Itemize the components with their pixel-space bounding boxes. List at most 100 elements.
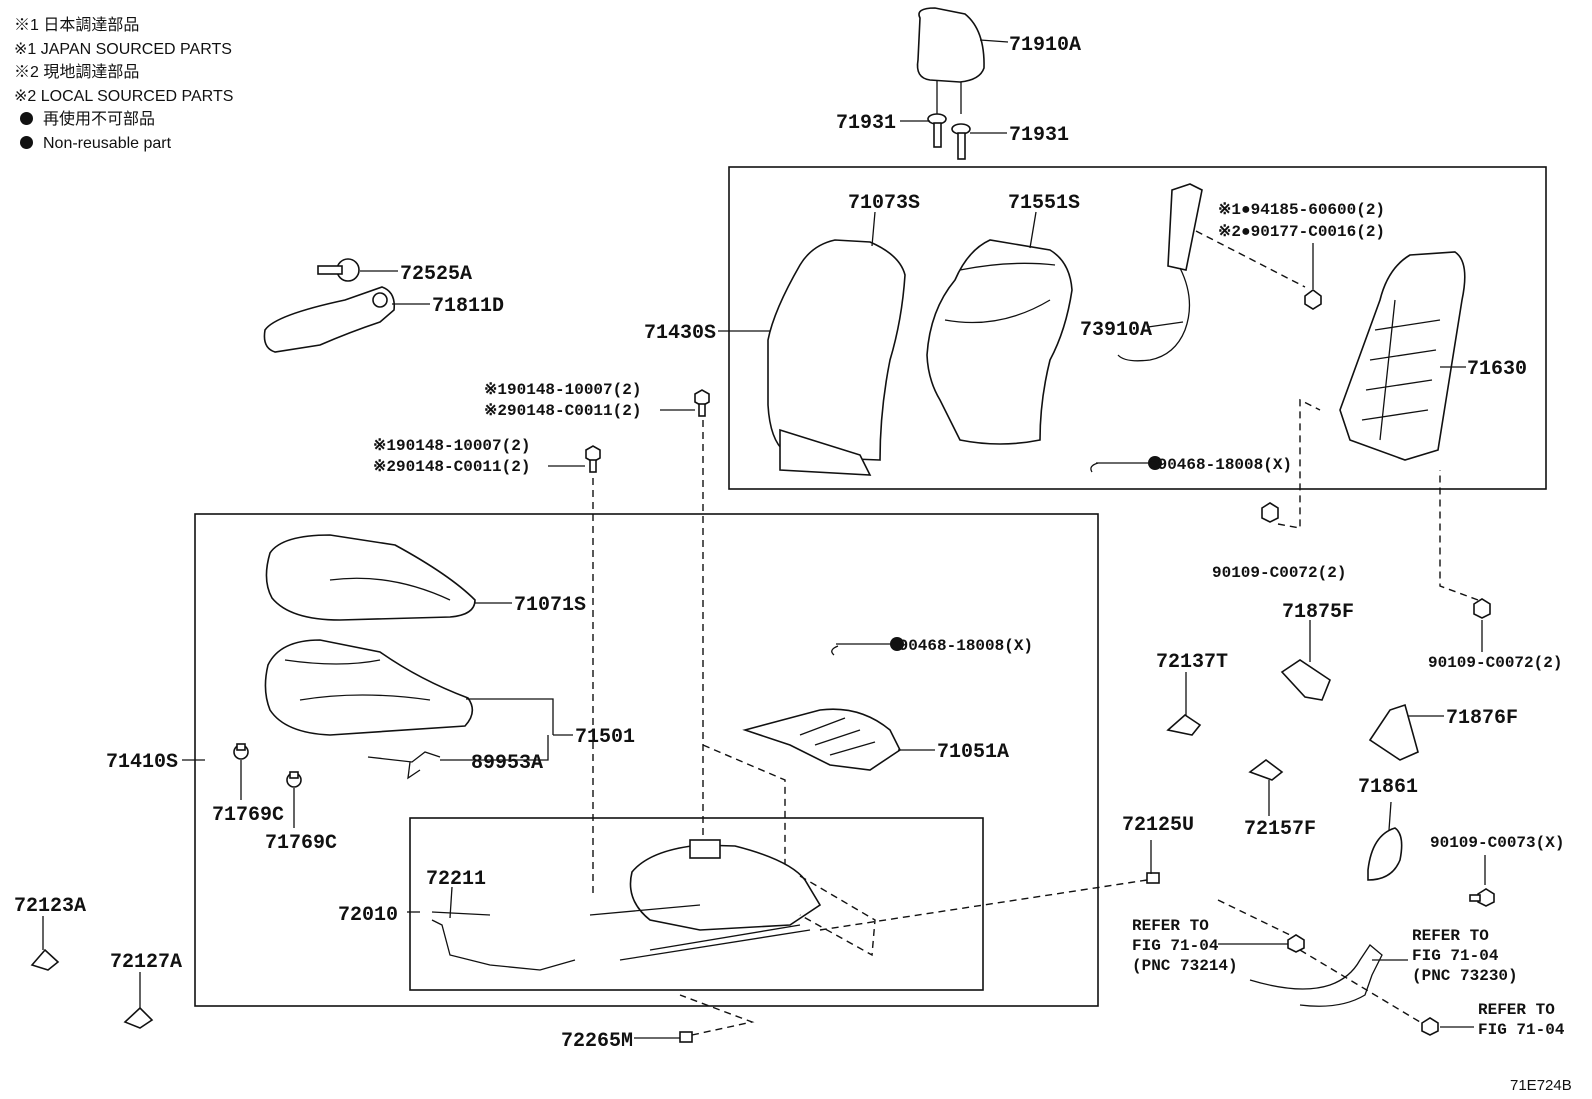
label-71551S: 71551S: [1008, 192, 1080, 215]
legend-nonreusable-en: Non-reusable part: [43, 134, 172, 152]
label-90148-10007-b: ※190148-10007(2): [373, 437, 530, 455]
legend-local-en: ※2 LOCAL SOURCED PARTS: [14, 87, 234, 105]
label-72127A: 72127A: [110, 951, 182, 974]
side-cover-72157F[interactable]: [1248, 759, 1284, 781]
seat-spring-part[interactable]: [742, 708, 902, 771]
label-71811D: 71811D: [432, 295, 504, 318]
label-71430S: 71430S: [644, 322, 716, 345]
seat-adjuster-box: [409, 817, 984, 991]
label-90148-C0011-a: ※290148-C0011(2): [484, 402, 641, 420]
leader-harness: [1217, 899, 1421, 1023]
nut-part[interactable]: [1304, 289, 1322, 310]
label-90109-C0072-a: 90109-C0072(2): [1212, 564, 1346, 582]
leader-spring: [702, 744, 786, 880]
refer-to-73214-line3: (PNC 73214): [1132, 957, 1238, 975]
leader-90109-a: [1277, 398, 1321, 529]
side-cover-71876F[interactable]: [1368, 703, 1419, 761]
filled-circle-icon: [20, 135, 33, 149]
refer-to-73230-line2: FIG 71-04: [1412, 947, 1499, 965]
nonreusable-dot-icon: [1148, 456, 1162, 470]
floor-cover-72123A[interactable]: [30, 948, 60, 971]
bolt-90148-a[interactable]: [694, 389, 710, 417]
nonreusable-dot-icon: [890, 637, 904, 651]
cushion-pad-part[interactable]: [264, 639, 474, 736]
legend-local-jp: ※2 現地調達部品: [14, 64, 140, 81]
label-90468-18008-upper: ●90468-18008(X): [1148, 456, 1292, 474]
recliner-knob-part[interactable]: [317, 258, 360, 282]
label-71910A: 71910A: [1009, 34, 1081, 57]
cushion-cover-part[interactable]: [265, 534, 476, 621]
label-72010: 72010: [338, 904, 398, 927]
clip-72125U[interactable]: [1146, 872, 1160, 884]
label-71876F: 71876F: [1446, 707, 1518, 730]
floor-cover-72127A[interactable]: [123, 1006, 154, 1029]
label-90148-10007-a: ※190148-10007(2): [484, 381, 641, 399]
bolt-90109-b[interactable]: [1473, 598, 1491, 619]
label-90109-C0073: 90109-C0073(X): [1430, 834, 1564, 852]
nut-harness-b[interactable]: [1421, 1017, 1439, 1036]
leader-nut-91485: [1195, 230, 1306, 288]
label-90177-C0016: ※2●90177-C0016(2): [1218, 223, 1385, 241]
label-89953A: 89953A: [471, 752, 543, 775]
refer-to-73230-line1: REFER TO: [1412, 927, 1489, 945]
label-72123A: 72123A: [14, 895, 86, 918]
legend-japan-jp: ※1 日本調達部品: [14, 17, 140, 34]
cushion-wire-part[interactable]: [367, 751, 441, 780]
label-71769C-b: 71769C: [265, 832, 337, 855]
label-71931-left: 71931: [836, 112, 896, 135]
label-73910A: 73910A: [1080, 319, 1152, 342]
airbag-sensor-part[interactable]: [1117, 183, 1203, 362]
label-72137T: 72137T: [1156, 651, 1228, 674]
label-71071S: 71071S: [514, 594, 586, 617]
side-cover-72137T[interactable]: [1166, 713, 1202, 736]
label-72157F: 72157F: [1244, 818, 1316, 841]
legend-nonreusable-jp: 再使用不可部品: [43, 111, 156, 128]
cover-71861[interactable]: [1367, 827, 1403, 881]
legend-nonreusable-en-row: Non-reusable part: [14, 132, 233, 156]
label-71875F: 71875F: [1282, 601, 1354, 624]
seatback-frame-part[interactable]: [1339, 251, 1466, 461]
refer-to-3-line1: REFER TO: [1478, 1001, 1555, 1019]
label-71931-right: 71931: [1009, 124, 1069, 147]
bolt-90148-b[interactable]: [585, 445, 601, 473]
headrest-part[interactable]: [916, 7, 985, 114]
label-90109-C0072-b: 90109-C0072(2): [1428, 654, 1562, 672]
seatback-cover-part[interactable]: [767, 239, 906, 476]
nut-harness-a[interactable]: [1287, 934, 1305, 953]
refer-to-3-line2: FIG 71-04: [1478, 1021, 1565, 1039]
seat-back-assembly-box: [728, 166, 1547, 490]
label-94185-60600: ※1●94185-60600(2): [1218, 201, 1385, 219]
label-90468-18008-lower: ●90468-18008(X): [889, 637, 1033, 655]
label-71861: 71861: [1358, 776, 1418, 799]
seatback-pad-part[interactable]: [926, 239, 1073, 445]
wire-harness-part[interactable]: [1249, 944, 1383, 1007]
adjuster-wire-part[interactable]: [431, 911, 576, 971]
label-72211: 72211: [426, 868, 486, 891]
filled-circle-icon: [20, 112, 33, 125]
label-71501: 71501: [575, 726, 635, 749]
label-71410S: 71410S: [106, 751, 178, 774]
label-71051A: 71051A: [937, 741, 1009, 764]
bolt-90109-c[interactable]: [1469, 888, 1495, 907]
refer-to-73214-line1: REFER TO: [1132, 917, 1209, 935]
clip-72265M[interactable]: [679, 1031, 693, 1043]
legend: ※1 日本調達部品 ※1 JAPAN SOURCED PARTS ※2 現地調達…: [14, 14, 233, 155]
headrest-guide-left[interactable]: [927, 113, 947, 148]
leader-72265M: [679, 994, 755, 1036]
recliner-cover-part[interactable]: [263, 286, 396, 353]
leader-90109-b: [1439, 470, 1479, 601]
label-90148-C0011-b: ※290148-C0011(2): [373, 458, 530, 476]
clip-71769C-b[interactable]: [286, 771, 302, 788]
label-71769C-a: 71769C: [212, 804, 284, 827]
seat-adjuster-part[interactable]: [589, 839, 822, 961]
refer-to-73214-line2: FIG 71-04: [1132, 937, 1219, 955]
side-cover-71875F[interactable]: [1280, 659, 1331, 701]
bolt-90109-a[interactable]: [1261, 502, 1279, 523]
clip-71769C-a[interactable]: [233, 743, 249, 760]
label-72125U: 72125U: [1122, 814, 1194, 837]
leader-adjuster: [799, 875, 876, 957]
label-72265M: 72265M: [561, 1030, 633, 1053]
label-72525A: 72525A: [400, 263, 472, 286]
headrest-guide-right[interactable]: [951, 123, 971, 160]
